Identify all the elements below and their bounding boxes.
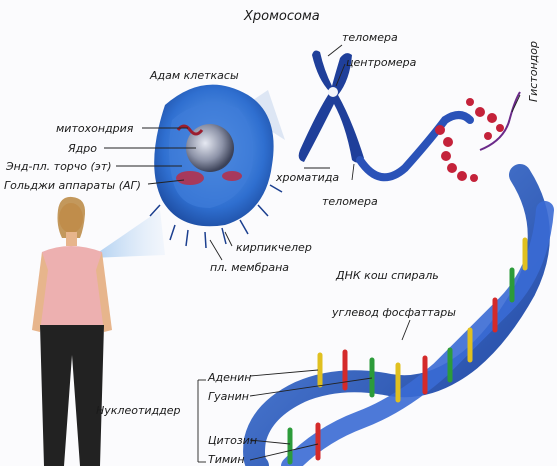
label-mitochondria: митохондрия — [56, 123, 133, 134]
label-cilia: кирпикчелер — [236, 242, 312, 253]
label-er: Энд-пл. торчо (эт) — [6, 161, 112, 172]
dna-double-helix — [254, 175, 545, 466]
label-adenine: Аденин — [208, 372, 251, 383]
label-chromatid: хроматида — [276, 172, 339, 183]
label-cytosine: Цитозин — [208, 435, 257, 446]
label-dna-helix: ДНК кош спираль — [336, 270, 439, 281]
label-centromere: центромера — [346, 57, 416, 68]
label-membrane: пл. мембрана — [210, 262, 289, 273]
label-thymine: Тимин — [208, 454, 245, 465]
label-telomere-bottom: теломера — [322, 196, 378, 207]
histone-beads — [435, 98, 504, 182]
human-figure — [32, 197, 112, 466]
label-golgi: Гольджи аппараты (АГ) — [4, 180, 141, 191]
label-guanine: Гуанин — [208, 391, 249, 402]
label-nucleus: Ядро — [68, 143, 97, 154]
label-sugar-phosphate: углевод фосфаттары — [332, 307, 456, 318]
diagram-title: Хромосома — [244, 10, 320, 23]
label-telomere-top: теломера — [342, 32, 398, 43]
histone-linker — [480, 92, 520, 150]
zoom-beam-body — [90, 210, 165, 258]
label-cell: Адам клеткасы — [150, 70, 239, 81]
label-histone: Гистондор — [528, 41, 539, 102]
label-nucleotides: Нуклеотиддер — [96, 405, 180, 416]
